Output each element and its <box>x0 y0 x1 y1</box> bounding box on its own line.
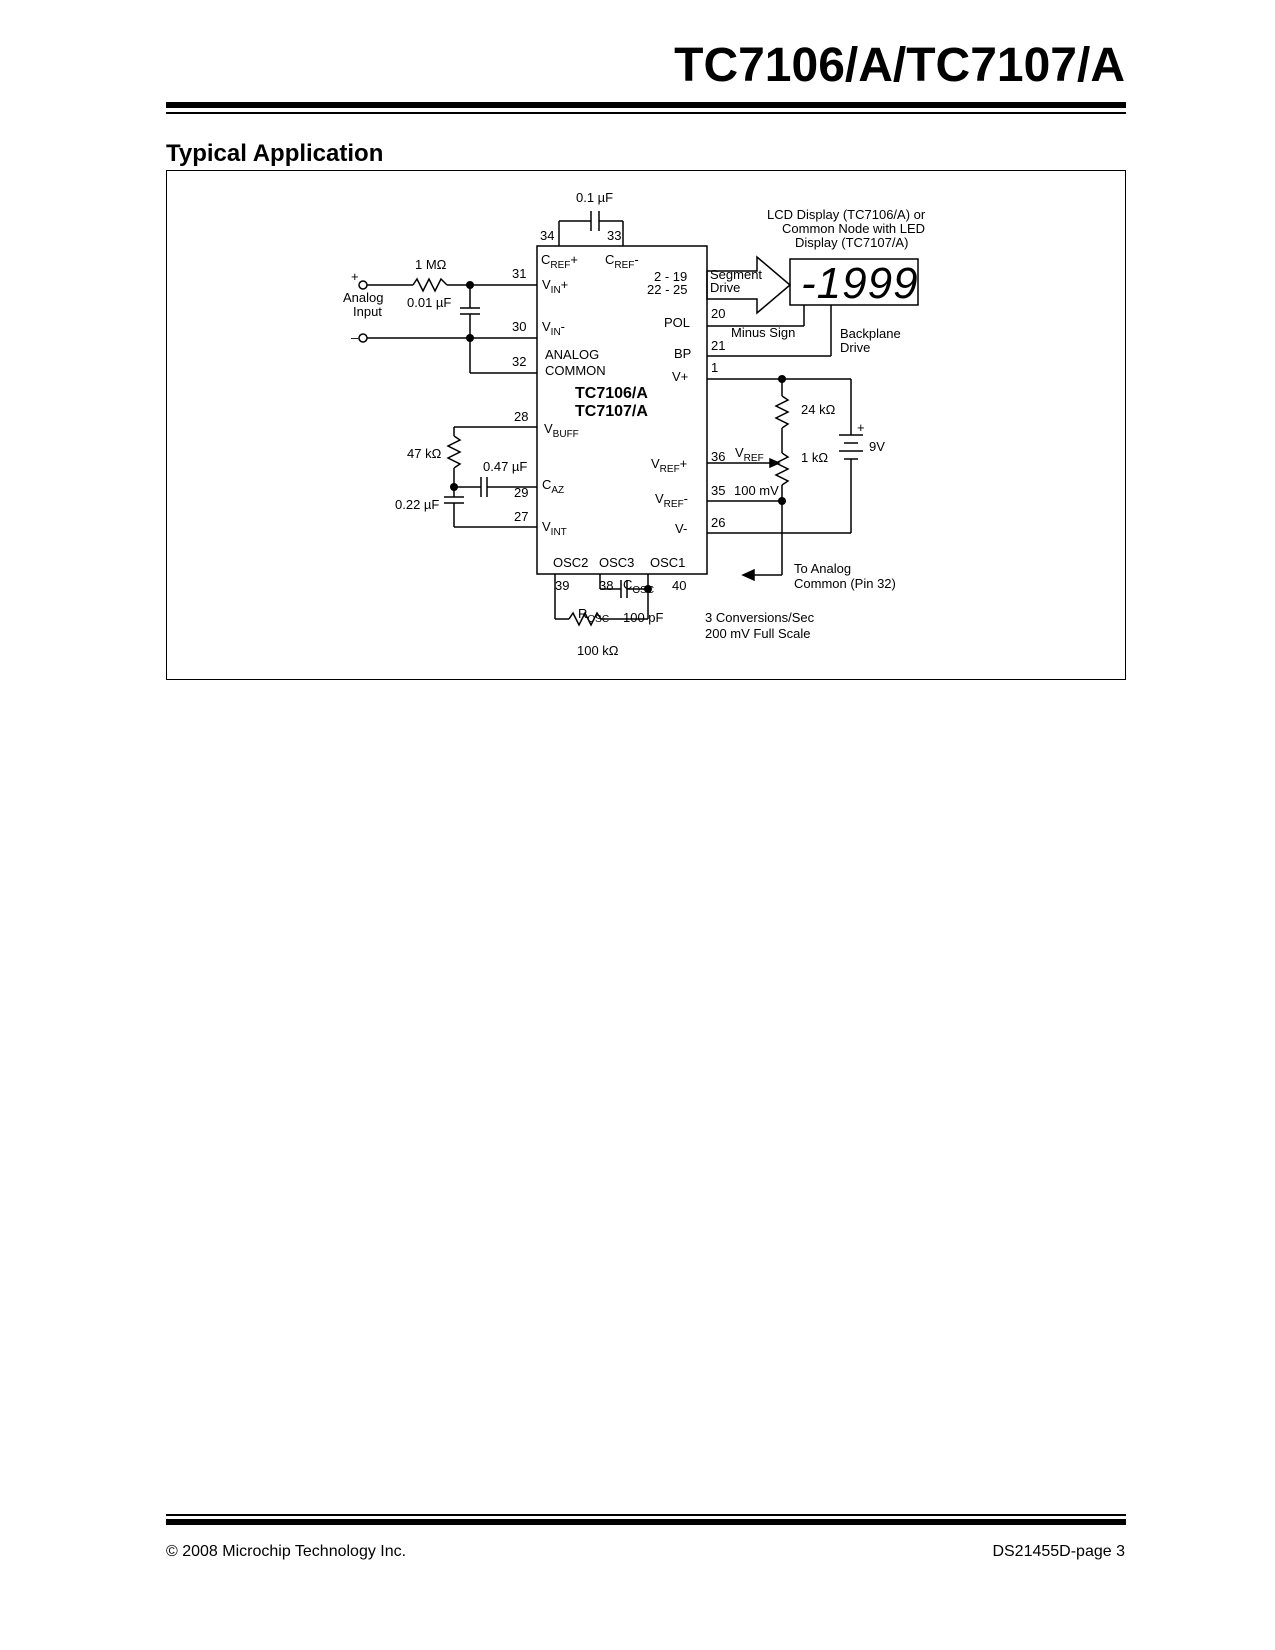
pol-label: POL <box>664 315 690 330</box>
cref-minus-label: CREF- <box>605 252 639 271</box>
analog-common-label-1: ANALOG <box>545 347 599 362</box>
backplane-label-1: Backplane <box>840 326 901 341</box>
cap-100p-label: 100 pF <box>623 610 664 625</box>
pin-38-label: 38 <box>599 578 613 593</box>
pin-32-label: 32 <box>512 354 526 369</box>
input-plus-sign: + <box>351 269 359 284</box>
footer-page-number: DS21455D-page 3 <box>992 1543 1125 1560</box>
100mv-label: 100 mV <box>734 483 779 498</box>
pin-20-label: 20 <box>711 306 725 321</box>
input-minus-sign: – <box>351 330 359 345</box>
resistor-1k-label: 1 kΩ <box>801 450 828 465</box>
cap-047-label: 0.47 µF <box>483 459 527 474</box>
pin-40-label: 40 <box>672 578 686 593</box>
segment-pins-1: 2 - 19 <box>654 269 687 284</box>
segment-drive-1: Segment <box>710 267 762 282</box>
document-title: TC7106/A/TC7107/A <box>674 39 1125 92</box>
to-analog-label-1: To Analog <box>794 561 851 576</box>
cap-top-label: 0.1 µF <box>576 190 613 205</box>
pin-21-label: 21 <box>711 338 725 353</box>
analog-common-label-2: COMMON <box>545 363 606 378</box>
vref-minus-label: VREF- <box>655 491 688 510</box>
pin-36-label: 36 <box>711 449 725 464</box>
rosc-label: ROSC <box>578 606 609 625</box>
pin-33-label: 33 <box>607 228 621 243</box>
resistor-24k <box>774 395 790 429</box>
pin-27-label: 27 <box>514 509 528 524</box>
pin-31-label: 31 <box>512 266 526 281</box>
cap-022-label: 0.22 µF <box>395 497 439 512</box>
potentiometer-1k <box>774 452 790 486</box>
pin-30-label: 30 <box>512 319 526 334</box>
pin-34-label: 34 <box>540 228 554 243</box>
battery-plus-label: + <box>857 420 865 435</box>
vplus-label: V+ <box>672 369 688 384</box>
osc3-label: OSC3 <box>599 555 634 570</box>
backplane-label-2: Drive <box>840 340 870 355</box>
osc1-label: OSC1 <box>650 555 685 570</box>
pin-39-label: 39 <box>555 578 569 593</box>
footer-copyright: © 2008 Microchip Technology Inc. <box>166 1543 407 1560</box>
lcd-display-value: -1999 <box>801 259 919 308</box>
section-heading: Typical Application <box>166 140 384 167</box>
battery-9v-label: 9V <box>869 439 885 454</box>
resistor-47k <box>446 435 462 469</box>
resistor-rosc <box>568 611 602 627</box>
vref-plus-label: VREF+ <box>651 456 687 475</box>
lcd-label-3: Display (TC7107/A) <box>795 235 908 250</box>
minus-sign-label: Minus Sign <box>731 325 795 340</box>
chip-name-1: TC7106/A <box>575 385 648 402</box>
typical-application-figure: -1999 0.1 µF 34 33 CREF+ CREF- 1 MΩ + – … <box>166 170 1126 680</box>
pin-26-label: 26 <box>711 515 725 530</box>
chip-name-2: TC7107/A <box>575 403 648 420</box>
cref-plus-label: CREF+ <box>541 252 578 271</box>
vminus-label: V- <box>675 521 687 536</box>
vin-minus-label: VIN- <box>542 319 565 338</box>
lcd-label-1: LCD Display (TC7106/A) or <box>767 207 926 222</box>
ic-body <box>536 245 708 575</box>
footer-rule-thin <box>166 1514 1126 1516</box>
vbuff-label: VBUFF <box>544 421 579 440</box>
segment-drive-2: Drive <box>710 280 740 295</box>
caz-label: CAZ <box>542 477 564 496</box>
resistor-100k-label: 100 kΩ <box>577 643 619 658</box>
pin-29-label: 29 <box>514 485 528 500</box>
lcd-label-2: Common Node with LED <box>782 221 925 236</box>
to-analog-label-2: Common (Pin 32) <box>794 576 896 591</box>
header-rule-thin <box>166 112 1126 114</box>
footer-rule-thick <box>166 1519 1126 1525</box>
resistor-47k-label: 47 kΩ <box>407 446 442 461</box>
pin-35-label: 35 <box>711 483 725 498</box>
input-label: Input <box>353 304 382 319</box>
bp-label: BP <box>674 346 691 361</box>
resistor-1m <box>412 277 448 293</box>
full-scale-label: 200 mV Full Scale <box>705 626 811 641</box>
cap-001-label: 0.01 µF <box>407 295 451 310</box>
pin-1-label: 1 <box>711 360 718 375</box>
pin-28-label: 28 <box>514 409 528 424</box>
analog-label: Analog <box>343 290 383 305</box>
vref-node-label: VREF <box>735 445 764 464</box>
vin-plus-label: VIN+ <box>542 277 568 296</box>
conversions-label: 3 Conversions/Sec <box>705 610 815 625</box>
resistor-1m-label: 1 MΩ <box>415 257 447 272</box>
resistor-24k-label: 24 kΩ <box>801 402 836 417</box>
osc2-label: OSC2 <box>553 555 588 570</box>
lcd-display <box>789 258 919 306</box>
vint-label: VINT <box>542 519 567 538</box>
circuit-schematic: -1999 0.1 µF 34 33 CREF+ CREF- 1 MΩ + – … <box>343 190 926 658</box>
header-rule-thick <box>166 102 1126 108</box>
segment-pins-2: 22 - 25 <box>647 282 687 297</box>
cosc-label: COSC <box>623 577 654 596</box>
